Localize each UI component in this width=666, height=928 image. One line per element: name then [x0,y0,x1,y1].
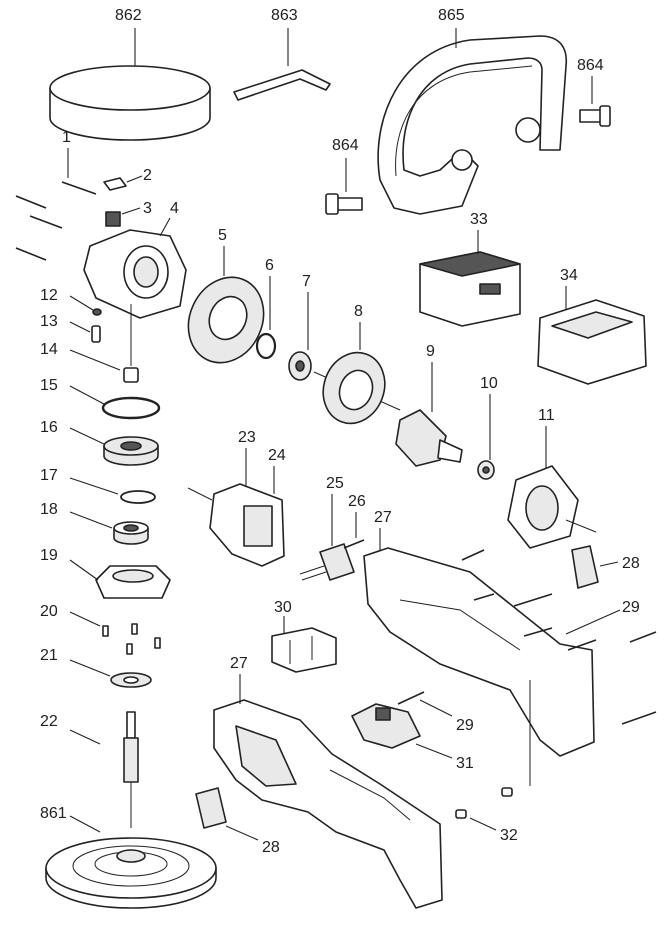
label-21: 21 [40,647,58,664]
label-23: 23 [238,429,256,446]
label-28-left: 28 [262,839,280,856]
label-15: 15 [40,377,58,394]
label-26: 26 [348,493,366,510]
label-863: 863 [271,7,298,24]
part-34-charger [537,299,647,385]
label-16: 16 [40,419,58,436]
part-25-switch [299,543,355,581]
part-1-screws [15,181,97,261]
label-862: 862 [115,7,142,24]
label-861: 861 [40,805,67,822]
part-3-spring [105,211,121,227]
part-865-d-handle [377,35,568,215]
label-10: 10 [480,375,498,392]
label-7: 7 [302,273,311,290]
part-23-controller [209,483,285,567]
part-29-screw-left [397,691,425,705]
label-1: 1 [62,129,71,146]
label-19: 19 [40,547,58,564]
part-16-bevel-gear [103,436,159,466]
part-6-ring [255,332,277,360]
label-11: 11 [538,407,555,424]
label-20: 20 [40,603,58,620]
label-3: 3 [143,200,152,217]
part-861-backing-pad [45,837,217,909]
part-21-washer [110,672,152,688]
part-19-bearing-box [95,565,171,599]
label-865: 865 [438,7,465,24]
part-32-plug [455,809,467,819]
label-24: 24 [268,447,286,464]
label-31: 31 [456,755,474,772]
label-4: 4 [170,200,179,217]
label-29-left: 29 [456,717,474,734]
part-2-lock-button [103,177,127,191]
part-20-screws [102,623,161,655]
label-2: 2 [143,167,152,184]
part-15-o-ring [101,396,161,420]
label-22: 22 [40,713,58,730]
part-10-bearing [477,460,495,480]
part-11-stator [507,465,579,549]
part-27-housing-left [213,699,443,909]
part-30-bracket [271,627,337,673]
label-14: 14 [40,341,58,358]
label-32: 32 [500,827,518,844]
part-27-plug [501,787,513,797]
part-28-latch-left [195,787,227,829]
part-864-screw-right [579,105,611,127]
part-29-screws-right [461,549,657,725]
label-864-right: 864 [577,57,604,74]
label-27-left: 27 [230,655,248,672]
label-864-left: 864 [332,137,359,154]
part-4-gear-housing [83,229,187,319]
label-29-right: 29 [622,599,640,616]
label-6: 6 [265,257,274,274]
part-12-washer [92,308,102,316]
part-26-screw [343,539,365,549]
label-17: 17 [40,467,58,484]
part-7-bearing [288,351,312,381]
label-13: 13 [40,313,58,330]
label-5: 5 [218,227,227,244]
part-17-retaining-ring [120,490,156,504]
label-18: 18 [40,501,58,518]
part-5-retainer-plate [187,276,265,364]
part-22-spindle [123,711,139,783]
part-9-armature [395,409,463,467]
part-27-housing-right [363,547,595,757]
label-25: 25 [326,475,344,492]
label-9: 9 [426,343,435,360]
label-34: 34 [560,267,578,284]
label-8: 8 [354,303,363,320]
part-18-bearing [113,521,149,545]
part-28-latch-right [571,545,599,589]
part-33-battery [419,251,521,327]
part-864-screw-left [325,193,363,215]
part-13-pin [91,325,101,343]
part-862-foam-pad [49,65,211,141]
label-27-right: 27 [374,509,392,526]
part-8-fan [322,351,386,425]
part-14-bushing [123,367,139,383]
part-863-hex-key [233,69,331,101]
label-33: 33 [470,211,488,228]
label-12: 12 [40,287,58,304]
label-28-right: 28 [622,555,640,572]
label-30: 30 [274,599,292,616]
part-31-trigger [351,703,421,749]
